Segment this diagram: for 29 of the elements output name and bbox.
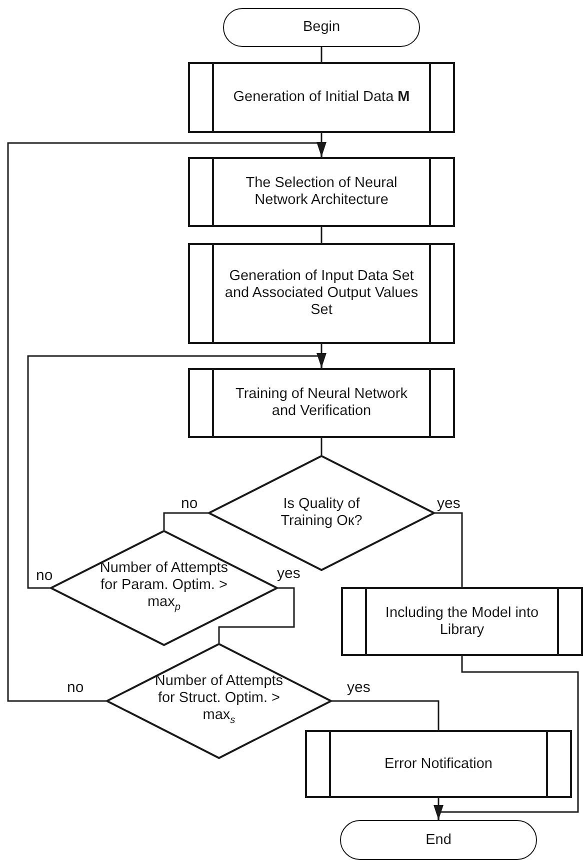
- process-box: [188, 243, 455, 344]
- connector-line: [435, 512, 463, 587]
- arrow: [27, 353, 326, 589]
- process-box: [188, 157, 455, 227]
- node-text: The Selection of Neural Network Architecture: [244, 175, 398, 209]
- process-box: [188, 368, 455, 438]
- connector-line: [320, 227, 322, 243]
- connector-line: [218, 587, 295, 643]
- node-text: Generation of Input Data Set and Associated Output Values Set: [224, 268, 419, 319]
- process-box: [341, 587, 583, 656]
- connector-line: [320, 47, 322, 62]
- node-text: Number of Attempts for Struct. Optim. > max$_{s}$: [154, 673, 284, 728]
- terminal-box: [223, 8, 420, 47]
- connector-line: [163, 512, 208, 530]
- node-text: End: [426, 832, 452, 848]
- connector-line: [332, 700, 440, 730]
- node-text: Including the Model into Library: [384, 604, 540, 638]
- node-text: Generation of Initial Data M: [233, 89, 410, 106]
- node-text: Training of Neural Network and Verification: [234, 386, 408, 420]
- node-text: Number of Attempts for Param. Optim. > max$_{p}$: [98, 560, 230, 615]
- node-text: Is Quality of Training Oк?: [280, 496, 364, 530]
- connector-line: [320, 438, 322, 455]
- process-box: [188, 62, 455, 133]
- node-text: Begin: [302, 19, 340, 36]
- process-box: [305, 730, 572, 798]
- arrow: [7, 142, 326, 702]
- terminal-box: [340, 820, 537, 860]
- arrow: [434, 656, 579, 820]
- node-text: Error Notification: [384, 756, 492, 772]
